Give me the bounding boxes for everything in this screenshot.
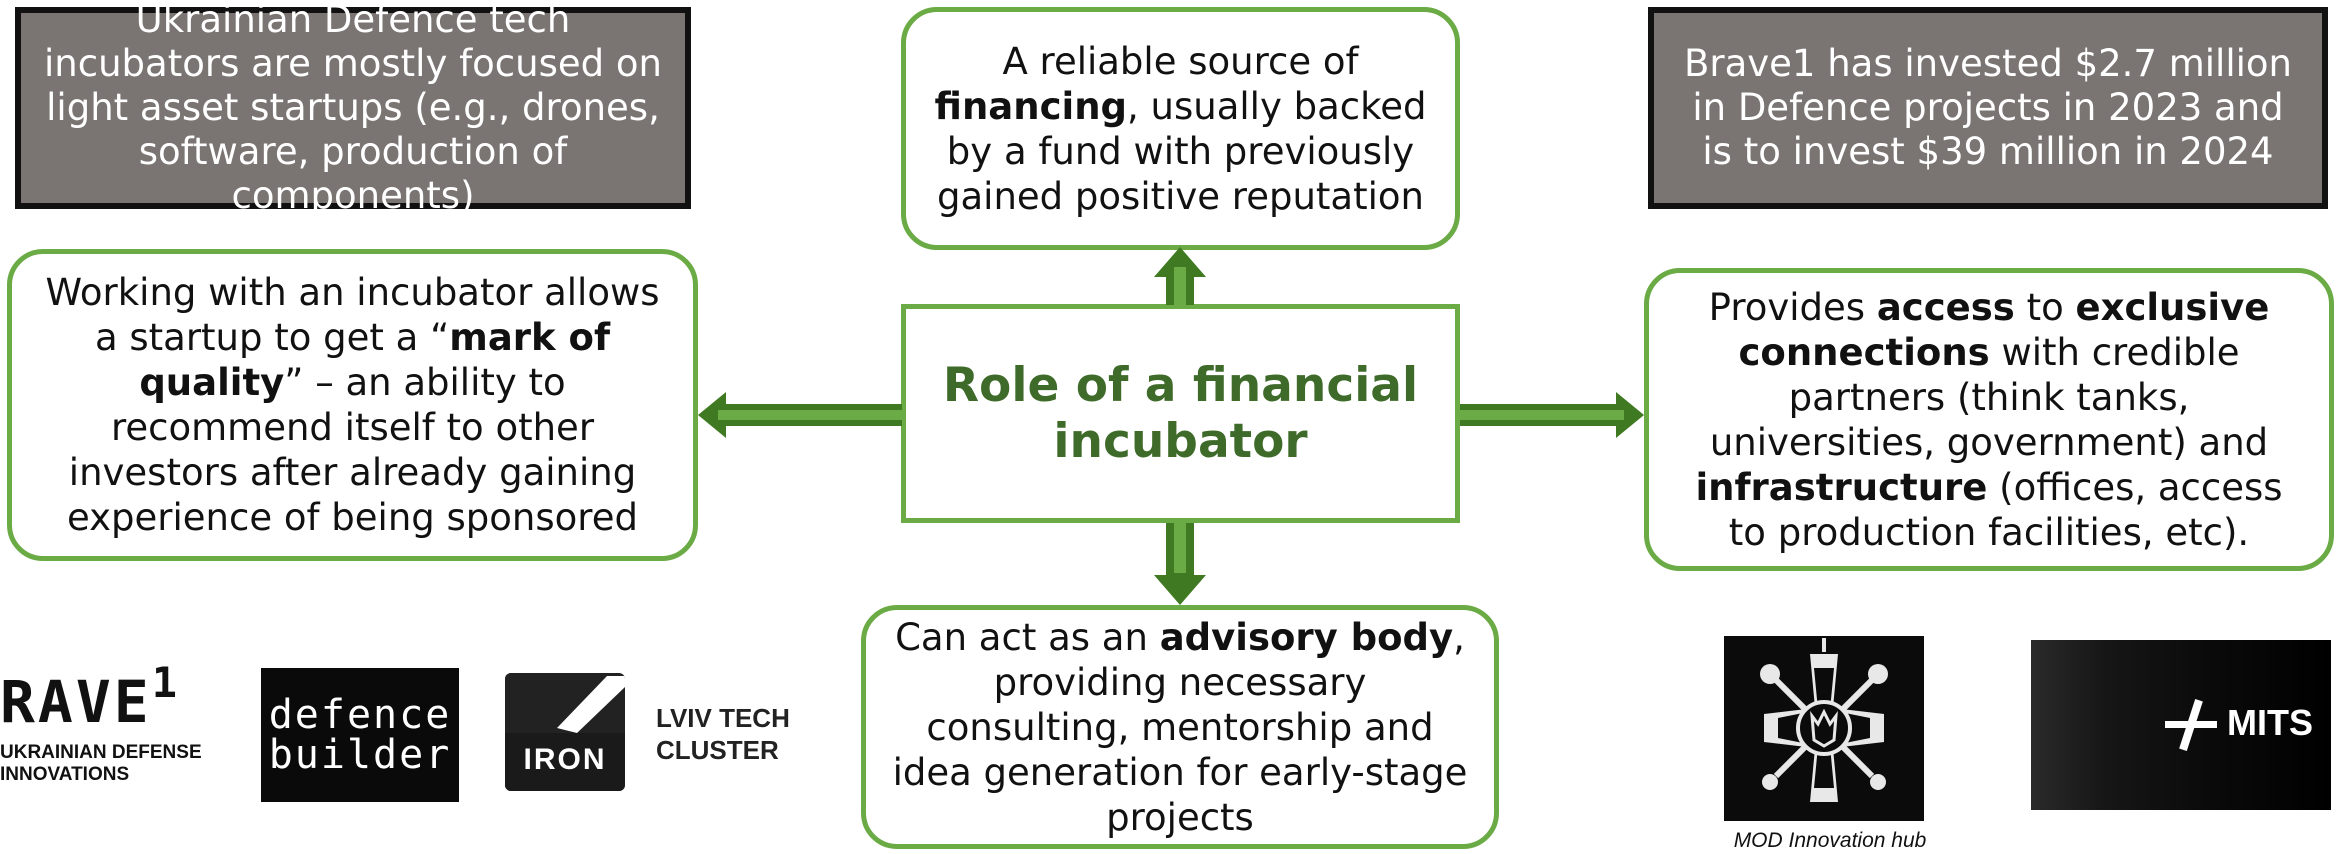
brave1-investment-note: Brave1 has invested $2.7 million in Defe…	[1648, 7, 2328, 209]
iron-logo-mark-icon	[505, 673, 625, 791]
mod-innovation-hub-caption: MOD Innovation hub	[1733, 829, 1927, 852]
access-connections-text: Provides access to exclusive connections…	[1695, 285, 2283, 554]
brave1-logo: RAVE1 UKRAINIAN DEFENSE INNOVATIONS	[0, 658, 230, 788]
iron-logo: IRON	[505, 673, 625, 791]
defence-builder-line2: builder	[268, 732, 452, 778]
mod-cross-emblem-icon	[1760, 638, 1888, 802]
financing-box: A reliable source of financing, usually …	[901, 7, 1460, 250]
incubator-focus-note: Ukrainian Defence tech incubators are mo…	[15, 0, 691, 217]
lviv-tech-cluster-line2: CLUSTER	[656, 735, 779, 765]
brave1-logo-subtitle-1: UKRAINIAN DEFENSE	[0, 742, 202, 763]
mits-logo: MITS	[2031, 640, 2331, 810]
arrow-down	[1154, 523, 1206, 605]
mark-of-quality-text: Working with an incubator allows a start…	[45, 271, 660, 539]
mits-logo-name: MITS	[2227, 702, 2313, 743]
mits-cross-icon	[2165, 699, 2217, 751]
arrow-left	[698, 392, 902, 438]
central-role-box: Role of a financial incubator	[901, 304, 1460, 523]
arrow-right	[1460, 392, 1644, 438]
brave1-investment-text: Brave1 has invested $2.7 million in Defe…	[1684, 42, 2292, 173]
brave1-logo-subtitle-2: INNOVATIONS	[0, 764, 130, 785]
iron-logo-name: IRON	[523, 743, 607, 776]
brave1-logo-superscript: 1	[151, 658, 180, 707]
defence-builder-line1: defence	[268, 692, 452, 738]
brave1-logo-name: RAVE	[0, 668, 152, 736]
arrow-up	[1154, 247, 1206, 305]
mod-innovation-hub-emblem	[1724, 636, 1924, 821]
advisory-body-text: Can act as an advisory body, providing n…	[892, 615, 1468, 839]
lviv-tech-cluster-line1: LVIV TECH	[656, 703, 790, 733]
mark-of-quality-box: Working with an incubator allows a start…	[7, 249, 698, 561]
financing-text: A reliable source of financing, usually …	[934, 39, 1427, 218]
advisory-body-box: Can act as an advisory body, providing n…	[861, 605, 1499, 849]
central-role-title: Role of a financial incubator	[942, 357, 1419, 469]
defence-builder-logo: defence builder	[261, 668, 459, 802]
access-connections-box: Provides access to exclusive connections…	[1644, 268, 2334, 571]
lviv-tech-cluster-caption: LVIV TECH CLUSTER	[656, 702, 790, 766]
incubator-focus-text: Ukrainian Defence tech incubators are mo…	[44, 0, 662, 217]
